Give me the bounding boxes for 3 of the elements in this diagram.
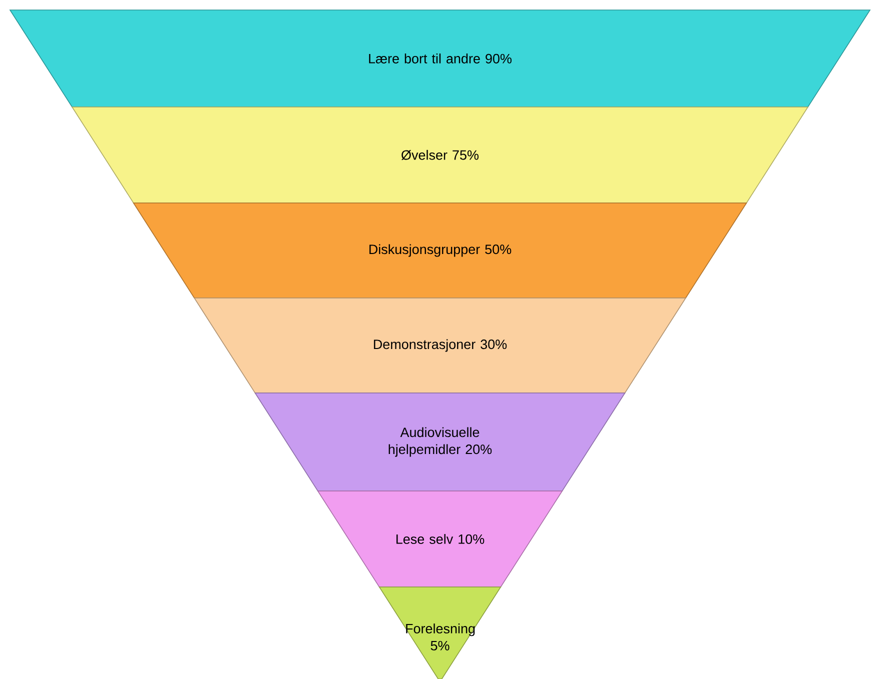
pyramid-band: Lese selv 10% bbox=[317, 490, 563, 588]
pyramid-band: Demonstrasjoner 30% bbox=[194, 298, 686, 394]
pyramid-band: Forelesning 5% bbox=[378, 586, 502, 679]
